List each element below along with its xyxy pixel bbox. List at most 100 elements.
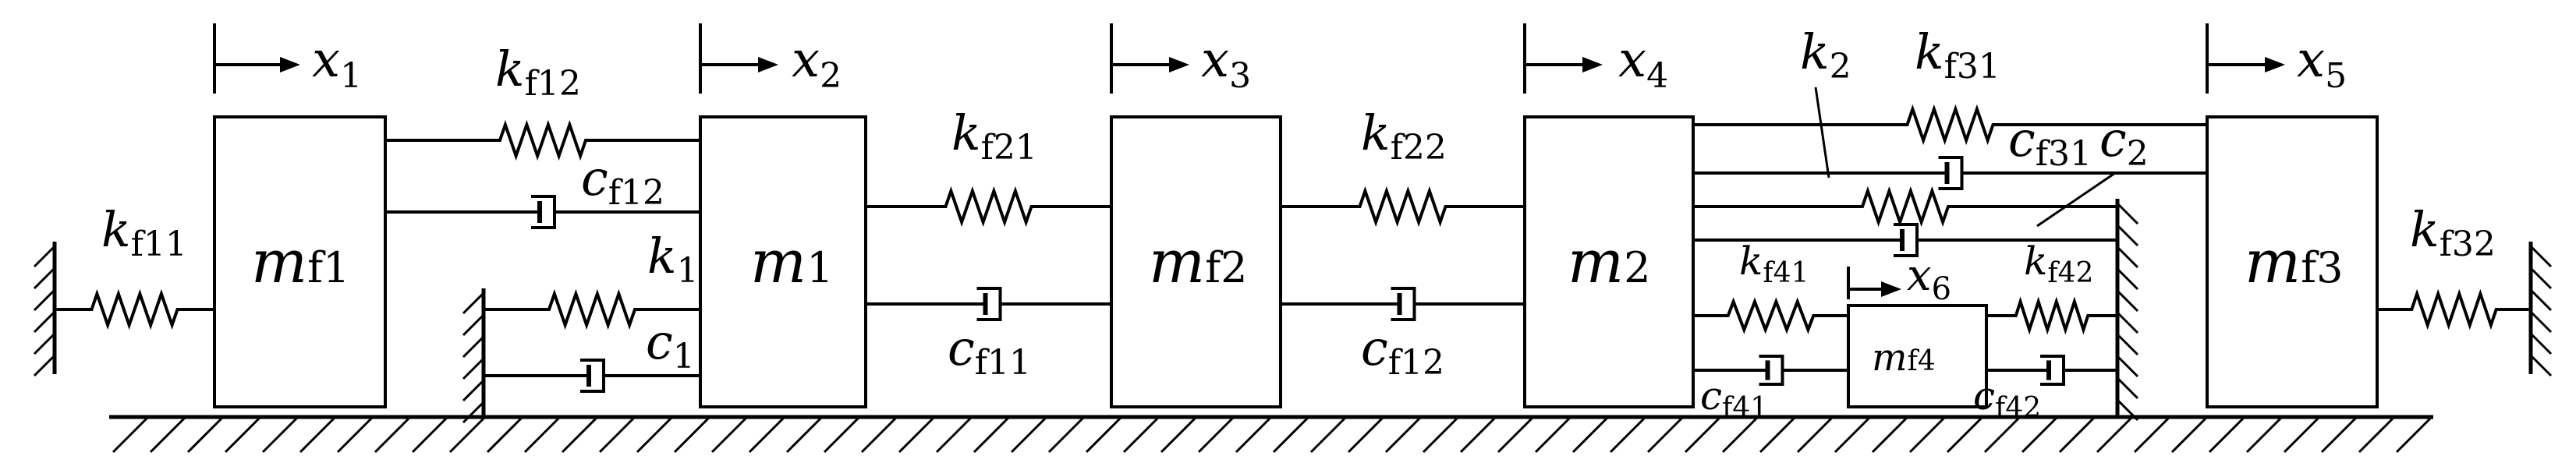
ground-hatch-mark [1497,415,1535,454]
wall-inner-left [462,288,486,424]
ground-hatch-mark [112,415,150,454]
c2-leader-line [2036,171,2116,228]
label-kf32: kf32 [2410,201,2496,264]
displacement-arrows [213,23,2285,299]
ground-hatch-mark [2283,415,2321,454]
ground-hatch-mark [973,415,1011,454]
ground-hatch-mark [261,415,299,454]
ground-hatch-mark [2096,415,2134,454]
label-x2: x2 [792,31,842,96]
ground-hatch-mark [186,415,225,454]
label-x4: x4 [1618,31,1668,96]
ground-hatch-mark [1422,415,1460,454]
mass-mf2: mf2 [1110,115,1282,408]
label-cf11: cf11 [948,320,1031,383]
ground-hatch-mark [523,415,562,454]
ground-hatch-mark [748,415,786,454]
ground-hatch-mark [1946,415,1984,454]
damper-cf41 [1693,355,1848,386]
damper-c1 [484,359,700,393]
ground-hatch-mark [2320,415,2358,454]
ground-hatch-mark [1721,415,1759,454]
label-kf12: kf12 [495,41,581,104]
label-cf31: cf31 [2008,111,2092,174]
ground-hatch-mark [1609,415,1647,454]
walls [33,199,2553,424]
mass-mf3-label: mf3 [2245,227,2343,296]
ground-hatch-mark [2358,415,2396,454]
wall-right [2528,242,2553,377]
ground-hatch-mark [860,415,898,454]
spring-kf21 [866,186,1111,228]
label-cf12-top: cf12 [581,150,664,213]
ground-hatch-mark [710,415,749,454]
wall-left [33,242,57,377]
label-kf21: kf21 [951,104,1037,168]
ground [109,415,2433,454]
ground-hatch-mark [823,415,861,454]
ground-hatch-mark [1085,415,1123,454]
spring-kf42 [1986,296,2117,335]
label-kf11: kf11 [101,201,187,264]
ground-hatch-mark [898,415,936,454]
ground-hatch-mark [598,415,636,454]
ground-hatch-mark [299,415,337,454]
ground-hatch-mark [2170,415,2209,454]
ground-hatch-mark [1384,415,1423,454]
ground-hatch-mark [411,415,449,454]
ground-hatch-mark [374,415,412,454]
damper-cf31 [1693,156,2207,190]
spring-kf22 [1281,186,1525,228]
spring-kf12 [385,119,700,161]
spring-k1 [484,288,700,330]
label-cf41: cf41 [1700,373,1768,424]
mass-mf2-label: mf2 [1149,227,1247,296]
damper-cf12-bottom [1281,287,1525,321]
label-x6: x6 [1907,250,1951,307]
ground-hatch-mark [2245,415,2284,454]
label-x1: x1 [312,31,362,96]
ground-hatch-mark [224,415,262,454]
ground-hatch-mark [1347,415,1385,454]
label-k2: k2 [1800,23,1851,87]
wall-inner-right [2115,199,2139,422]
ground-hatch-mark [561,415,599,454]
ground-hatch-mark [2208,415,2246,454]
spring-kf41 [1693,297,1848,334]
spring-kf31 [1693,104,2207,146]
ground-hatch-mark [636,415,674,454]
ground-hatch-mark [1759,415,1797,454]
ground-hatch-mark [1983,415,2021,454]
ground-hatch-mark [2133,415,2171,454]
ground-hatch-mark [336,415,374,454]
mass-mf3: mf3 [2206,115,2379,408]
ground-hatch-mark [1908,415,1947,454]
damper-c2 [1693,223,2117,257]
label-cf12-bottom: cf12 [1361,320,1444,383]
spring-kf32 [2377,288,2531,330]
label-kf42: kf42 [2024,239,2093,289]
mass-mf4-label: mf4 [1872,336,1936,380]
ground-hatch-mark [1834,415,1872,454]
label-kf22: kf22 [1361,104,1447,168]
label-cf42: cf42 [1973,373,2041,424]
spring-kf11 [55,288,214,330]
ground-hatch-mark [1646,415,1685,454]
label-kf31: kf31 [1915,23,2000,87]
arrow-x4 [1523,23,1603,94]
ground-hatch-mark [2021,415,2059,454]
ground-hatch-mark [1534,415,1572,454]
mass-m1: m1 [699,115,867,408]
ground-hatch-mark [1122,415,1160,454]
ground-hatch-mark [486,415,524,454]
label-x3: x3 [1201,31,1251,96]
ground-hatch-mark [1871,415,1909,454]
ground-hatch-mark [1010,415,1048,454]
ground-hatch-mark [1571,415,1610,454]
ground-hatch-mark [673,415,711,454]
damper-cf11 [866,287,1111,321]
ground-hatch-mark [2058,415,2096,454]
arrow-x3 [1110,23,1189,94]
spring-k2 [1693,186,2117,228]
